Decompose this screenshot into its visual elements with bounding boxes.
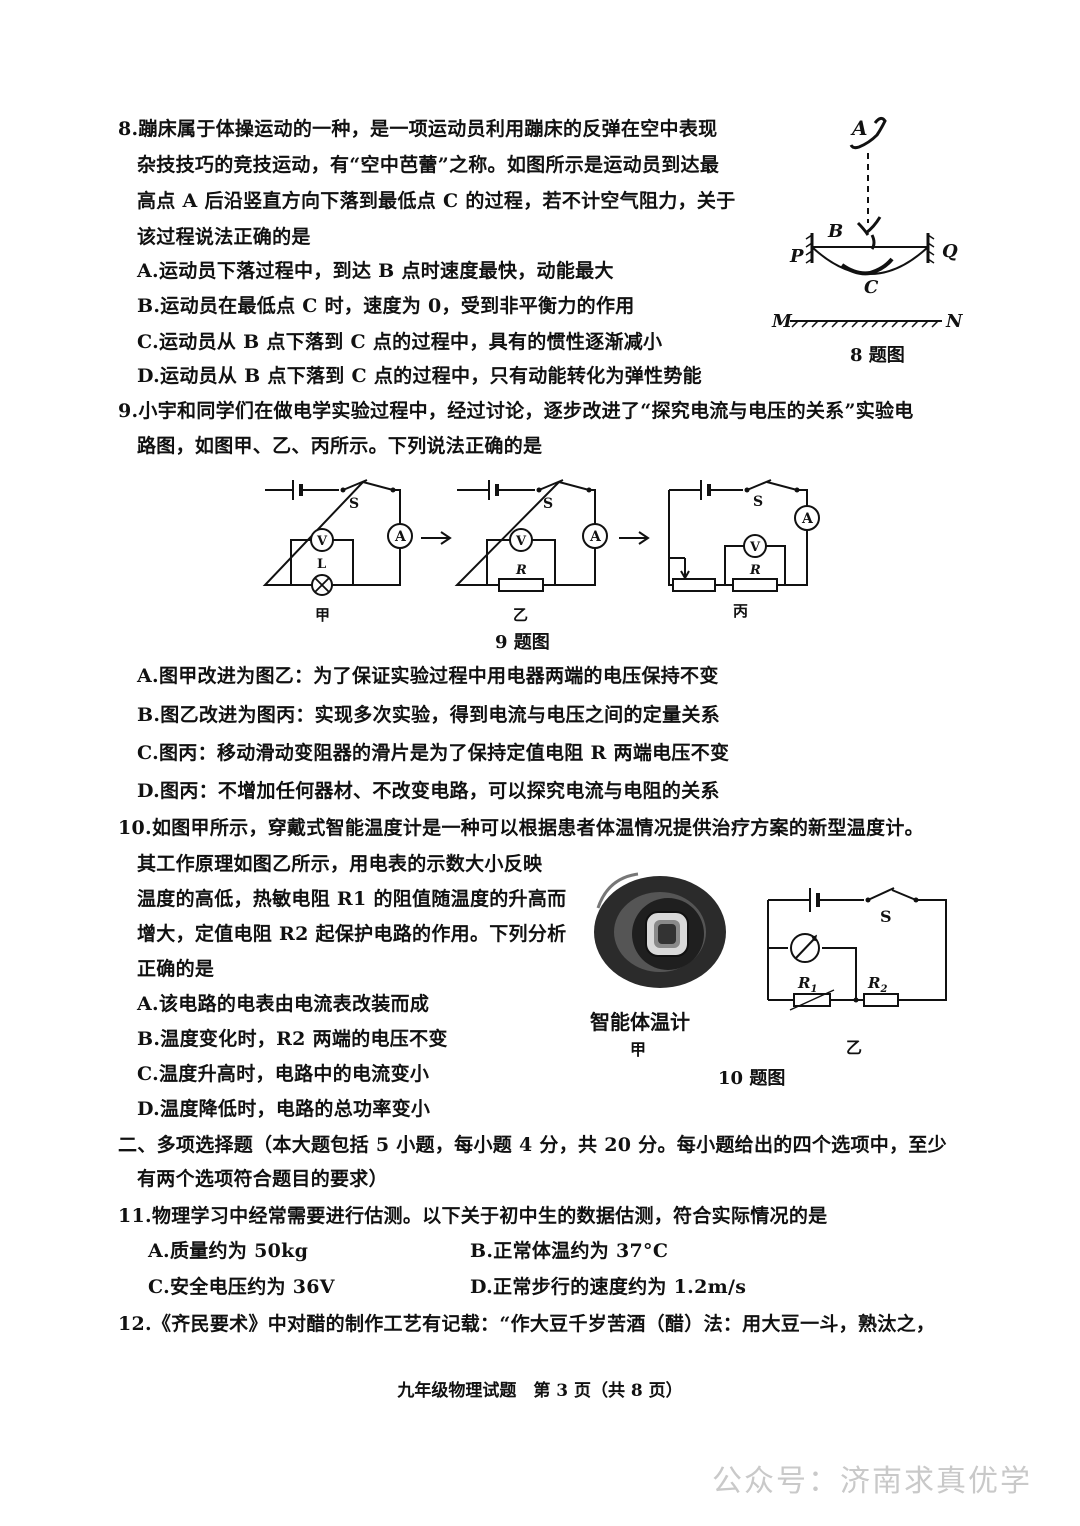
q10-option-a: A.该电路的电表由电流表改装而成 (137, 993, 430, 1015)
bing-voltmeter (743, 534, 767, 558)
q8-line-2: 杂技技巧的竞技运动，有“空中芭蕾”之称。如图所示是运动员到达最 (137, 154, 720, 176)
q10-line-2: 温度的高低，热敏电阻 R1 的阻值随温度的升高而 (137, 888, 567, 910)
q11-option-a: A.质量约为 50kg (148, 1240, 309, 1262)
arrow-2 (619, 531, 650, 545)
yi-voltmeter (509, 528, 533, 552)
r1-label-text: 1 (810, 984, 817, 995)
label-a: A (850, 116, 868, 140)
q8-line-4: 该过程说法正确的是 (137, 226, 311, 248)
q11-option-d: D.正常步行的速度约为 1.2m/s (470, 1276, 747, 1298)
q10-lead: 10.如图甲所示，穿戴式智能温度计是一种可以根据患者体温情况提供治疗方案的新型温… (118, 817, 924, 839)
bing-resistor (732, 578, 778, 592)
q8-option-b: B.运动员在最低点 C 时，速度为 0，受到非平衡力的作用 (137, 295, 635, 317)
trampoline-stretched (811, 246, 929, 275)
label-c: C (864, 277, 879, 298)
svg-text:A: A (801, 511, 814, 527)
q11-lead: 11.物理学习中经常需要进行估测。以下关于初中生的数据估测，符合实际情况的是 (118, 1205, 828, 1227)
yi-ammeter (582, 523, 608, 549)
jia-voltmeter (310, 528, 334, 552)
fig10-r2-label: R2 (867, 974, 887, 995)
jia-label: 甲 (315, 606, 330, 624)
bing-label: 丙 (733, 602, 748, 620)
q9-line-2: 路图，如图甲、乙、丙所示。下列说法正确的是 (137, 435, 543, 457)
circuit-jia: S A V L 甲 (262, 479, 413, 624)
rheostat-slider (680, 558, 690, 581)
r2-label-text: 2 (879, 984, 887, 995)
circuit-figure-9: S A V L 甲 S A V R 乙 (262, 479, 820, 624)
fig10-caption: 10 题图 (718, 1068, 786, 1089)
jia-switch-label: S (349, 496, 359, 512)
watermark: 公众号：济南求真优学 (712, 1464, 1032, 1499)
label-b: B (827, 221, 843, 242)
q10-line-4: 正确的是 (137, 958, 215, 980)
fig8-caption: 8 题图 (850, 345, 905, 366)
q8-option-d: D.运动员从 B 点下落到 C 点的过程中，只有动能转化为弹性势能 (137, 365, 702, 387)
label-m: M (771, 311, 793, 332)
r2-resistor (863, 993, 899, 1007)
section2-line-2: 有两个选项符合题目的要求） (137, 1168, 388, 1190)
q8-option-a: A.运动员下落过程中，到达 B 点时速度最快，动能最大 (137, 260, 614, 282)
svg-text:A: A (394, 529, 407, 545)
fig10-yi-label: 乙 (846, 1038, 863, 1057)
bing-ammeter (794, 505, 820, 531)
q9-line-1: 9.小宇和同学们在做电学实验过程中，经过讨论，逐步改进了“探究电流与电压的关系”… (118, 400, 914, 422)
q11-option-c: C.安全电压约为 36V (148, 1276, 335, 1298)
section2-line-1: 二、多项选择题（本大题包括 5 小题，每小题 4 分，共 20 分。每小题给出的… (118, 1134, 947, 1156)
label-n: N (945, 311, 964, 332)
q9-option-a: A.图甲改进为图乙：为了保证实验过程中用电器两端的电压保持不变 (137, 665, 719, 687)
bing-rheostat (672, 578, 716, 592)
bing-switch-label: S (753, 494, 763, 510)
q8-option-c: C.运动员从 B 点下落到 C 点的过程中，具有的惯性逐渐减小 (137, 331, 663, 353)
svg-text:R: R (515, 563, 527, 578)
yi-resistor (498, 578, 544, 592)
device-label: 智能体温计 (590, 1010, 690, 1034)
svg-text:V: V (316, 534, 328, 549)
q11-option-b: B.正常体温约为 37°C (470, 1240, 669, 1262)
circuit-figure-10: S R1 R2 (767, 887, 947, 1011)
athlete-bottom (840, 257, 894, 276)
q10-option-c: C.温度升高时，电路中的电流变小 (137, 1063, 430, 1085)
q10-option-d: D.温度降低时，电路的总功率变小 (137, 1098, 431, 1120)
q10-option-b: B.温度变化时，R2 两端的电压不变 (137, 1028, 448, 1050)
jia-ammeter (387, 523, 413, 549)
circuit-bing: S A V R 丙 (668, 479, 820, 620)
label-p: P (789, 246, 804, 267)
svg-text:V: V (515, 534, 527, 549)
fig10-r1-label: R1 (797, 974, 817, 995)
q8-line-3: 高点 A 后沿竖直方向下落到最低点 C 的过程，若不计空气阻力，关于 (137, 190, 736, 212)
q8-line-1: 8.蹦床属于体操运动的一种，是一项运动员利用蹦床的反弹在空中表现 (118, 118, 718, 140)
svg-text:A: A (589, 529, 602, 545)
svg-text:L: L (317, 557, 326, 572)
smart-thermometer-image (594, 872, 726, 988)
fig10-jia-label: 甲 (630, 1040, 647, 1059)
svg-text:V: V (749, 540, 761, 555)
q12-lead: 12.《齐民要术》中对醋的制作工艺有记载：“作大豆千岁苦酒（醋）法：用大豆一斗，… (118, 1313, 936, 1335)
q9-option-c: C.图丙：移动滑动变阻器的滑片是为了保持定值电阻 R 两端电压不变 (137, 742, 730, 764)
q10-line-3: 增大，定值电阻 R2 起保护电路的作用。下列分析 (137, 923, 567, 945)
q10-line-1: 其工作原理如图乙所示，用电表的示数大小反映 (137, 853, 543, 875)
page-footer: 九年级物理试题 第 3 页（共 8 页） (397, 1381, 683, 1401)
q9-option-b: B.图乙改进为图丙：实现多次实验，得到电流与电压之间的定量关系 (137, 704, 720, 726)
label-q: Q (942, 241, 958, 262)
yi-switch-label: S (543, 496, 553, 512)
athlete-top (849, 116, 887, 150)
trampoline-figure: A B P Q C M N (771, 116, 964, 332)
fig9-caption: 9 题图 (495, 632, 550, 653)
yi-label: 乙 (513, 606, 528, 624)
circuit-yi: S A V R 乙 (454, 479, 608, 624)
q9-option-d: D.图丙：不增加任何器材、不改变电路，可以探究电流与电阻的关系 (137, 780, 720, 802)
ground-hatch (791, 320, 939, 328)
svg-text:R: R (749, 563, 761, 578)
fig10-switch-label: S (880, 907, 892, 926)
arrow-1 (421, 531, 452, 545)
